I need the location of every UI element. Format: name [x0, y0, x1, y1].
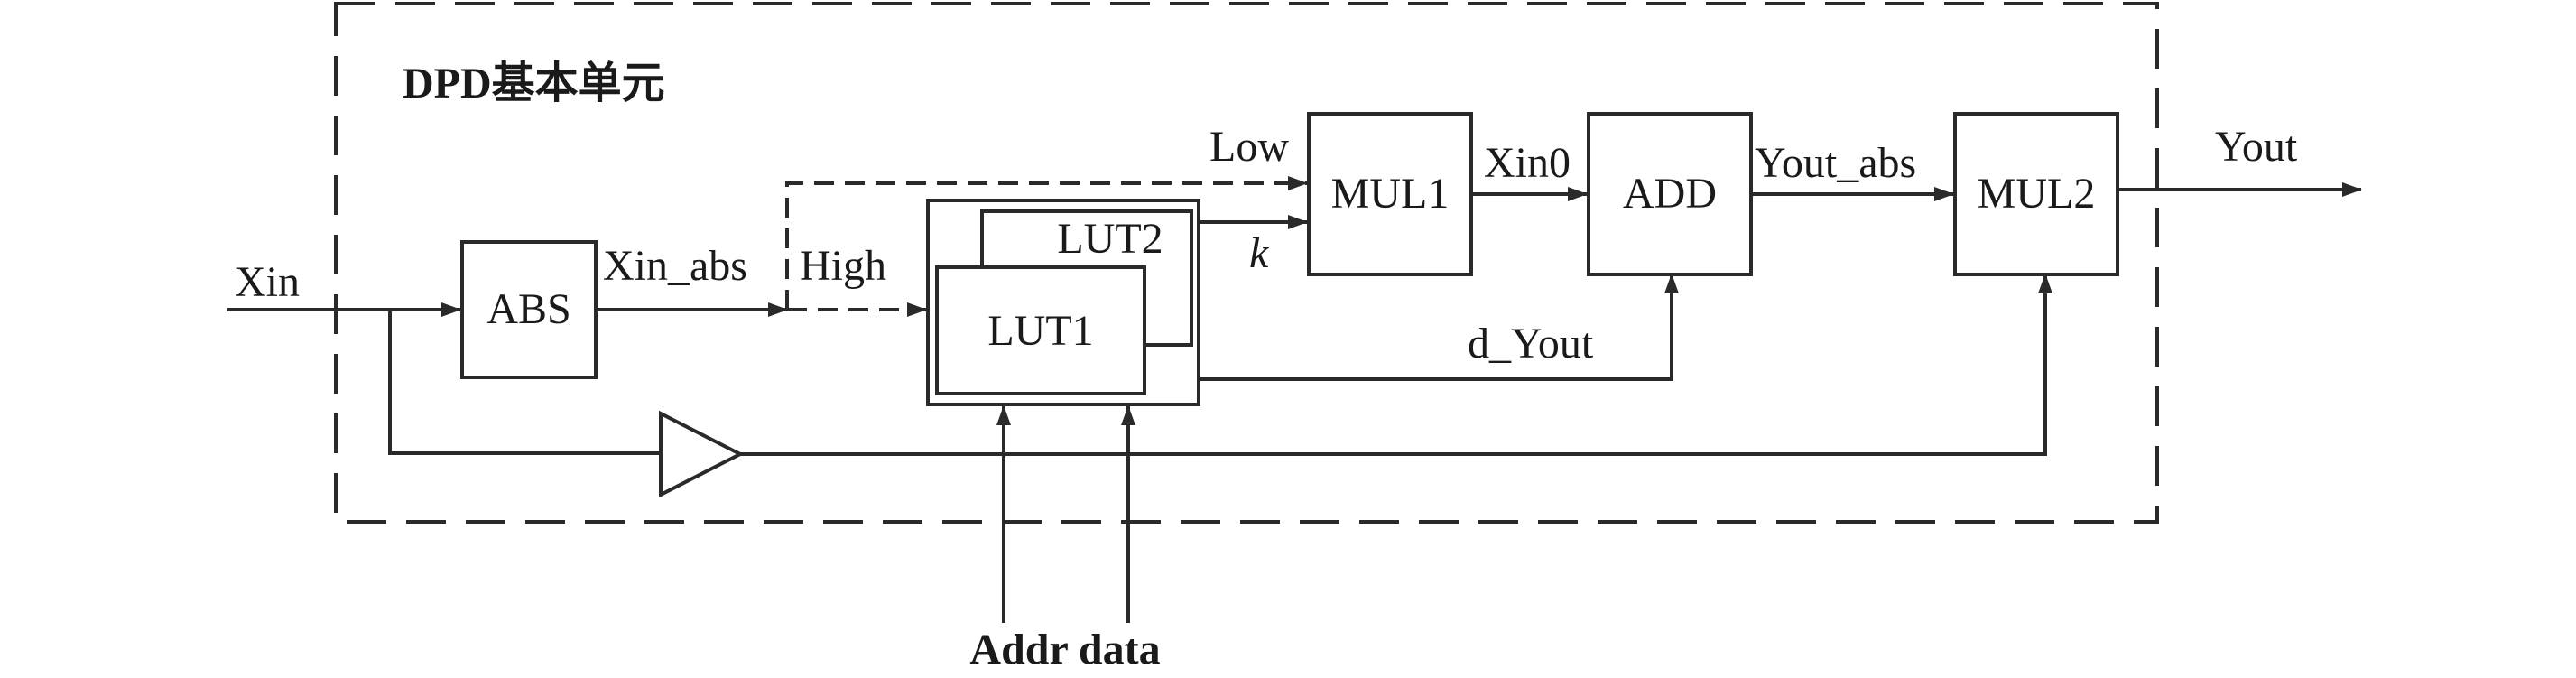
xin-label: Xin [235, 258, 300, 306]
yout-label: Yout [2215, 123, 2298, 171]
mul1-label: MUL1 [1331, 170, 1450, 218]
lut2-label: LUT2 [1057, 215, 1163, 263]
buffer-triangle-icon [659, 410, 745, 498]
low-label: Low [1209, 123, 1289, 171]
abs-label: ABS [486, 285, 570, 333]
bypass-wire-right [740, 274, 2052, 456]
dpd-unit-title: DPD基本单元 [403, 60, 665, 107]
bypass-wire-left [388, 310, 661, 455]
yout-abs-label: Yout_abs [1755, 139, 1916, 187]
lut1-block [935, 265, 1146, 395]
lut1-label: LUT1 [987, 307, 1093, 355]
high-label: High [800, 242, 886, 290]
xin0-label: Xin0 [1484, 139, 1571, 187]
xin-abs-label: Xin_abs [603, 242, 747, 290]
d-yout-wire [1199, 274, 1679, 381]
mul2-label: MUL2 [1978, 170, 2096, 218]
d-yout-label: d_Yout [1468, 320, 1594, 367]
mul2-block [1953, 112, 2119, 276]
k-label: k [1249, 229, 1270, 277]
dpd-unit-boundary [334, 2, 2159, 524]
low-dashed-wire [785, 176, 1308, 310]
add-label: ADD [1623, 170, 1717, 218]
addr-data-label: Addr data [969, 626, 1160, 673]
mul1-block [1307, 112, 1473, 276]
